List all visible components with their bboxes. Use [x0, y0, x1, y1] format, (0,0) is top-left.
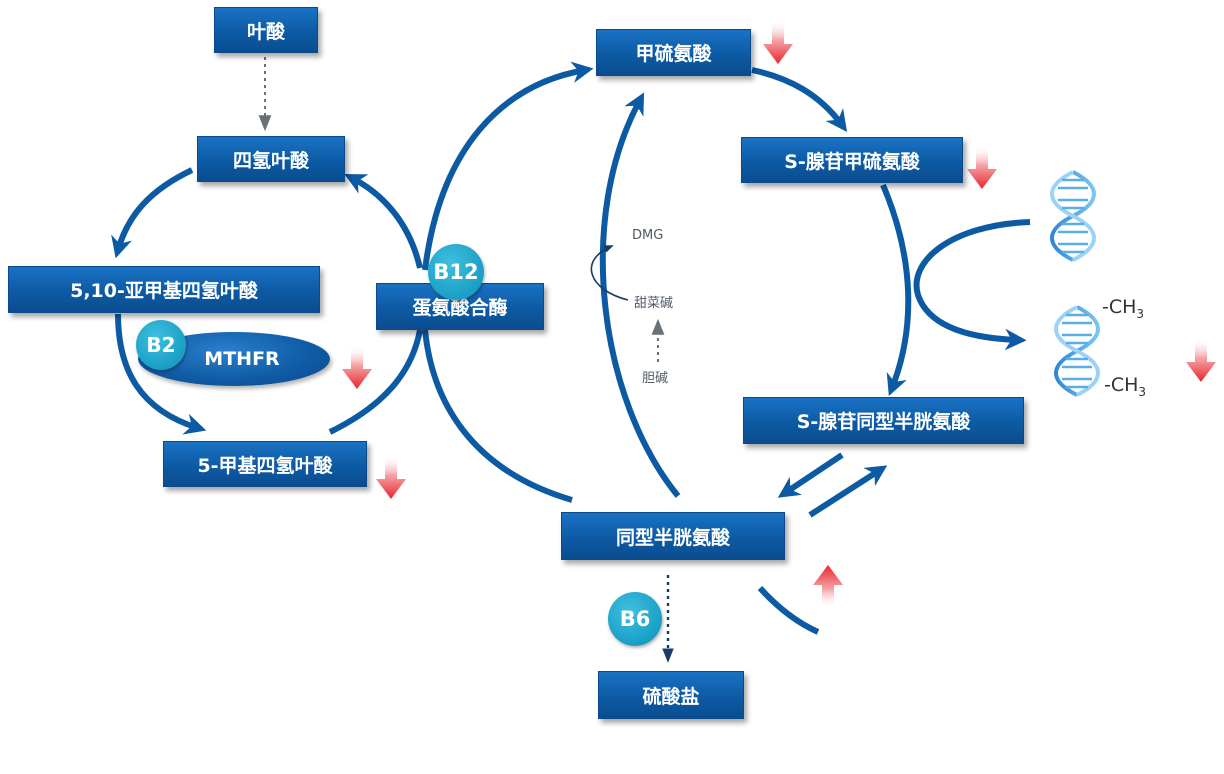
dna-methylation-arrow: [913, 219, 1031, 351]
vitamin-b12-badge: B12: [428, 244, 484, 300]
methylthf-down-arrow-icon: [376, 455, 406, 499]
sah-to-homocysteine-arrow: [777, 452, 844, 498]
dna-methyl-down-arrow-icon: [1186, 338, 1216, 382]
lower-right-arc: [757, 585, 820, 635]
sam-node: S-腺苷甲硫氨酸: [741, 137, 963, 183]
sah-node: S-腺苷同型半胱氨酸: [743, 397, 1024, 444]
dna-helix-icon: [1054, 305, 1100, 397]
homocysteine-to-sah-arrow: [808, 465, 888, 518]
methyl-group-label: -CH3: [1104, 374, 1147, 399]
methionine-to-sam-arrow: [751, 67, 848, 132]
dna-helix-icon: [1050, 170, 1096, 262]
choline-label: 胆碱: [642, 371, 669, 386]
methionine-down-arrow-icon: [763, 20, 793, 64]
methyl-thf-node: 5-甲基四氢叶酸: [163, 441, 367, 487]
thf-to-methylene-arrow: [111, 167, 194, 259]
thf-node: 四氢叶酸: [197, 136, 345, 182]
dmg-label: DMG: [632, 228, 664, 243]
methyl-group-label: -CH3: [1102, 296, 1145, 321]
methylene-to-methylthf-arrow: [115, 313, 207, 435]
mthfr-label: MTHFR: [204, 348, 280, 370]
sam-to-sah-arrow: [880, 183, 912, 397]
sam-down-arrow-icon: [967, 145, 997, 189]
synthase-to-thf-arrow: [344, 174, 423, 269]
vitamin-b6-badge: B6: [608, 592, 662, 646]
methionine-node: 甲硫氨酸: [596, 29, 751, 76]
homocysteine-up-arrow-icon: [813, 565, 843, 609]
methylthf-to-synthase-arrow: [328, 329, 423, 435]
homocysteine-node: 同型半胱氨酸: [561, 512, 785, 560]
vitamin-b2-badge: B2: [136, 320, 186, 370]
sulfate-node: 硫酸盐: [598, 671, 744, 719]
folic-acid-node: 叶酸: [214, 7, 318, 53]
mthfr-down-arrow-icon: [342, 345, 372, 389]
homocysteine-to-synthase-arc: [422, 329, 573, 503]
methylene-thf-node: 5,10-亚甲基四氢叶酸: [8, 266, 320, 313]
betaine-to-dmg-arrow: [590, 245, 629, 301]
betaine-label: 甜菜碱: [634, 296, 674, 311]
synthase-to-methionine-arrow: [422, 61, 594, 271]
homocysteine-to-methionine-arrow: [599, 92, 681, 498]
